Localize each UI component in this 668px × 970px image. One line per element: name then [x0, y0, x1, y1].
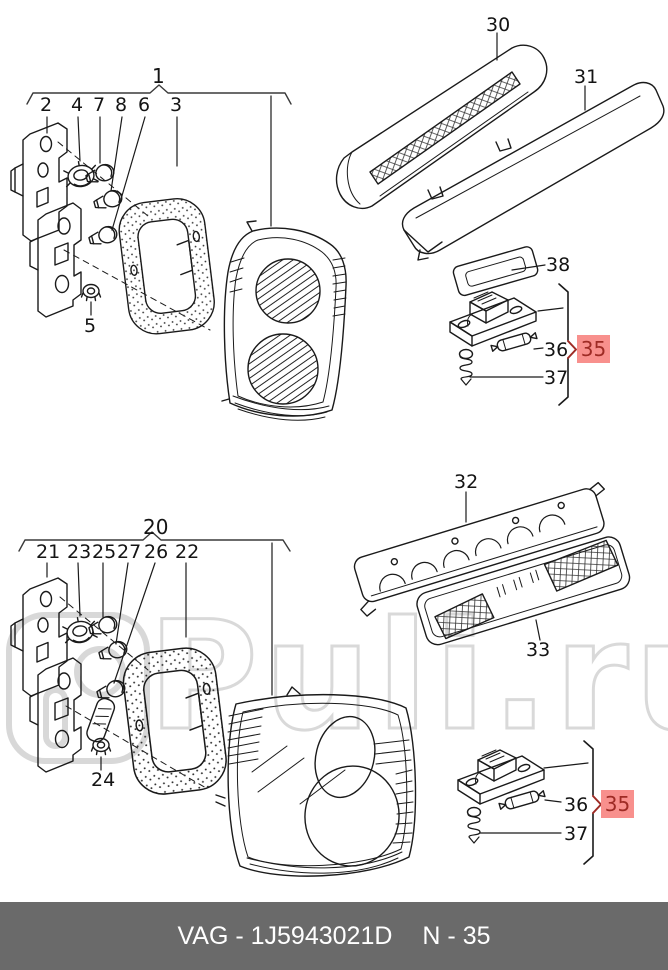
tail-light-lens-top: [221, 220, 347, 421]
callout-35-bottom-highlighted[interactable]: 35: [601, 790, 634, 818]
tail-light-lens-bottom: [215, 686, 417, 877]
bulb-25: [86, 613, 120, 639]
bulb-spring-holder: [86, 697, 116, 743]
callout-35-top-highlighted[interactable]: 35: [577, 335, 610, 363]
bottom-right-drawings: [353, 481, 631, 865]
callout-36-bottom[interactable]: 36: [564, 794, 589, 816]
group-bracket-bottom: [18, 531, 291, 552]
nut-5: [80, 283, 102, 302]
callout-5[interactable]: 5: [84, 315, 97, 337]
callout-21[interactable]: 21: [36, 541, 61, 563]
callout-24[interactable]: 24: [91, 769, 116, 791]
callout-23[interactable]: 23: [67, 541, 92, 563]
selection-bracket-top: [558, 283, 577, 406]
group-bracket-top: [26, 84, 292, 105]
page-reference: N - 35: [422, 921, 491, 950]
bulb-6: [86, 223, 120, 249]
part-number: VAG - 1J5943021D: [177, 921, 393, 950]
license-plate-light-top: [449, 291, 539, 386]
callout-group-1[interactable]: 1: [152, 64, 165, 88]
callout-25[interactable]: 25: [92, 541, 117, 563]
callout-8[interactable]: 8: [115, 94, 128, 116]
callout-3[interactable]: 3: [170, 94, 183, 116]
callout-27[interactable]: 27: [117, 541, 142, 563]
bulb-holder-bottom: [10, 577, 82, 773]
license-light-gasket-38: [452, 246, 539, 297]
bulb-26: [94, 677, 128, 703]
third-brake-light-housing-32: [353, 481, 606, 617]
callout-32[interactable]: 32: [454, 471, 479, 493]
callout-31[interactable]: 31: [574, 66, 599, 88]
callout-4[interactable]: 4: [71, 94, 84, 116]
callout-22[interactable]: 22: [175, 541, 200, 563]
callout-30[interactable]: 30: [486, 14, 511, 36]
callout-6[interactable]: 6: [138, 94, 151, 116]
bulb-7: [83, 161, 117, 187]
callout-2[interactable]: 2: [40, 94, 53, 116]
callout-36-top[interactable]: 36: [544, 339, 569, 361]
callout-7[interactable]: 7: [93, 94, 106, 116]
bulb-27: [96, 638, 130, 664]
callout-37-bottom[interactable]: 37: [564, 823, 589, 845]
gasket-3: [115, 194, 219, 338]
callout-group-20[interactable]: 20: [143, 515, 169, 539]
footer-bar: VAG - 1J5943021D N - 35: [0, 902, 668, 970]
high-mount-brake-light-30: [335, 44, 548, 210]
brake-light-cover-31: [401, 81, 665, 261]
license-plate-light-bottom: [457, 749, 547, 844]
callout-38[interactable]: 38: [546, 254, 571, 276]
callout-37-top[interactable]: 37: [544, 367, 569, 389]
top-right-drawings: [335, 32, 665, 406]
top-assembly-drawing: [10, 84, 347, 421]
bulb-socket-top: [62, 158, 100, 190]
callout-26[interactable]: 26: [144, 541, 169, 563]
bottom-assembly-drawing: [10, 531, 417, 877]
callout-33[interactable]: 33: [526, 639, 551, 661]
third-brake-light-lens-33: [416, 536, 631, 646]
gasket-22: [119, 643, 231, 799]
